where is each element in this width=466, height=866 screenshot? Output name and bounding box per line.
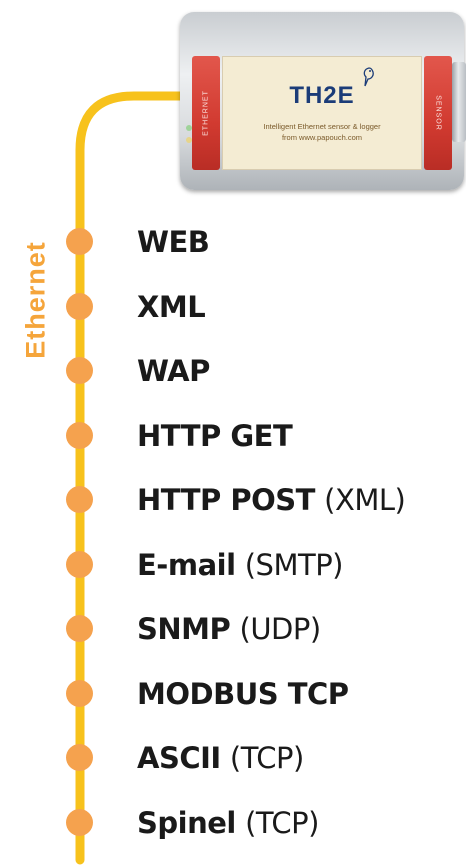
protocol-name: MODBUS TCP <box>137 676 349 711</box>
protocol-name: HTTP GET <box>137 418 293 453</box>
device-label-panel: TH2E Intelligent Ethernet sensor & logge… <box>222 56 422 170</box>
bullet-dot-icon <box>66 421 93 449</box>
bullet-dot-icon <box>66 486 93 513</box>
device-sensor-cap: SENSOR <box>424 56 452 170</box>
protocol-item: ASCII (TCP) <box>0 737 466 781</box>
bullet-dot-icon <box>66 357 93 384</box>
protocol-label: SNMP (UDP) <box>137 608 321 650</box>
protocol-name: Spinel <box>137 805 236 840</box>
protocol-transport: (XML) <box>324 483 406 517</box>
bullet-dot-icon <box>66 679 93 707</box>
bullet-dot-icon <box>66 550 93 578</box>
protocol-label: XML <box>137 286 206 328</box>
protocol-item: MODBUS TCP <box>0 673 466 717</box>
protocol-transport: (UDP) <box>239 612 322 646</box>
device-ethernet-cap: ETHERNET <box>192 56 220 170</box>
sensor-cap-label: SENSOR <box>434 95 442 131</box>
protocol-name: ASCII <box>137 741 221 775</box>
protocol-name: E-mail <box>137 547 236 582</box>
protocol-label: E-mail (SMTP) <box>137 544 344 586</box>
bullet-dot-icon <box>66 744 93 771</box>
protocol-label: ASCII (TCP) <box>137 737 304 779</box>
sensor-connector <box>452 62 466 142</box>
protocol-item: E-mail (SMTP) <box>0 544 466 588</box>
device-description: Intelligent Ethernet sensor & logger <box>263 122 381 131</box>
bullet-dot-icon <box>66 228 93 255</box>
protocol-label: WEB <box>137 221 210 263</box>
ethernet-cap-label: ETHERNET <box>202 90 210 136</box>
protocol-item: SNMP (UDP) <box>0 608 466 652</box>
protocol-label: HTTP POST (XML) <box>137 479 406 521</box>
bullet-dot-icon <box>66 615 93 642</box>
protocol-item: XML <box>0 286 466 330</box>
bird-icon <box>363 67 374 87</box>
protocol-name: HTTP POST <box>137 483 315 517</box>
bullet-dot-icon <box>66 808 93 836</box>
protocol-item: HTTP GET <box>0 415 466 459</box>
protocol-item: WEB <box>0 221 466 265</box>
protocol-item: HTTP POST (XML) <box>0 479 466 523</box>
protocol-transport: (TCP) <box>229 741 304 775</box>
th2e-device: ETHERNET TH2E Intelligent Ethernet senso… <box>180 12 464 190</box>
protocol-label: MODBUS TCP <box>137 673 349 715</box>
protocol-item: Spinel (TCP) <box>0 802 466 846</box>
protocol-name: SNMP <box>137 612 231 646</box>
protocol-name: WAP <box>137 354 210 388</box>
protocol-label: WAP <box>137 350 210 392</box>
protocol-label: Spinel (TCP) <box>137 802 319 844</box>
protocol-label: HTTP GET <box>137 415 293 457</box>
device-website: from www.papouch.com <box>281 133 363 142</box>
protocol-transport: (TCP) <box>245 805 319 840</box>
status-led-icon <box>186 125 192 143</box>
protocol-transport: (SMTP) <box>244 547 344 582</box>
bullet-dot-icon <box>66 292 93 320</box>
protocol-name: WEB <box>137 225 210 259</box>
protocol-name: XML <box>137 289 206 324</box>
device-logo: TH2E <box>289 82 355 109</box>
protocol-item: WAP <box>0 350 466 394</box>
